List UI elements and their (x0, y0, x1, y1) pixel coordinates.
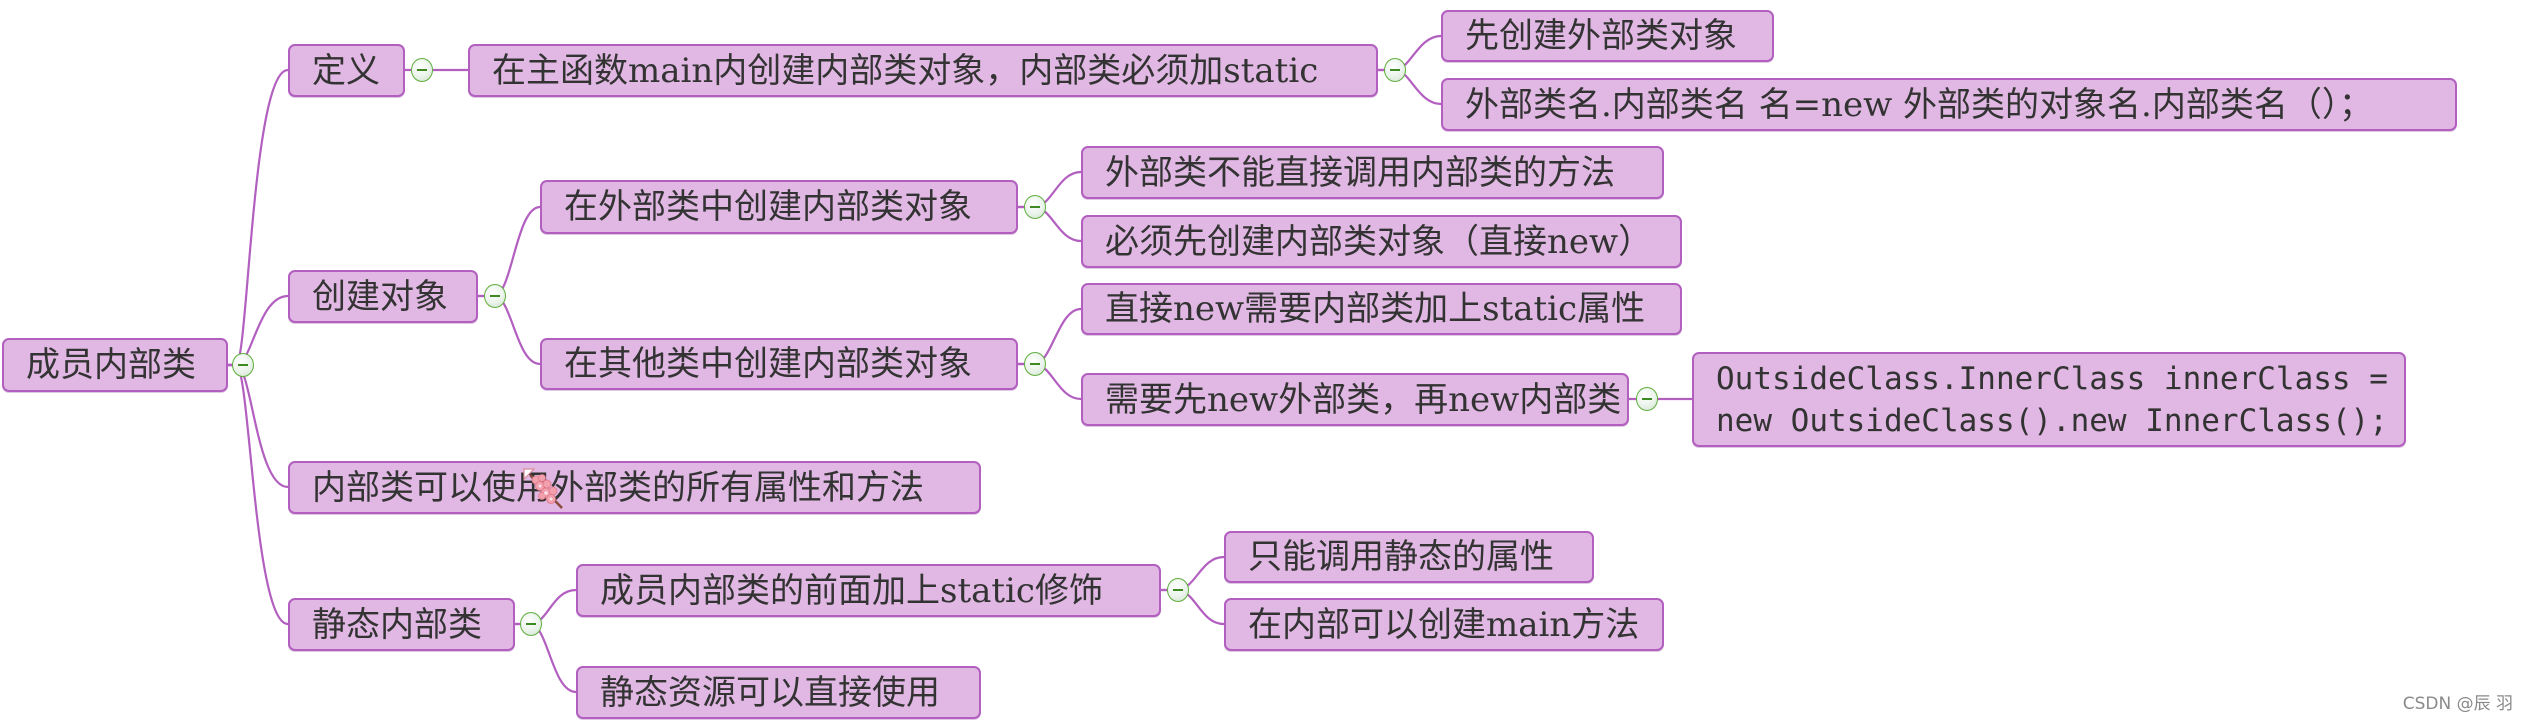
collapse-new-outer-icon[interactable] (1636, 387, 1658, 411)
node-definition[interactable]: 定义 (288, 44, 405, 97)
node-in-outer[interactable]: 在外部类中创建内部类对象 (540, 180, 1018, 234)
node-static-resources-label: 静态资源可以直接使用 (600, 672, 940, 713)
collapse-static-modifier-icon[interactable] (1167, 578, 1189, 602)
node-in-other[interactable]: 在其他类中创建内部类对象 (540, 338, 1018, 390)
collapse-root-icon[interactable] (232, 353, 254, 377)
root-node[interactable]: 成员内部类 (2, 338, 228, 392)
node-definition-label: 定义 (312, 50, 380, 91)
node-only-static-props[interactable]: 只能调用静态的属性 (1224, 531, 1594, 583)
link-root-static (228, 363, 289, 626)
node-outer-cannot-call[interactable]: 外部类不能直接调用内部类的方法 (1081, 146, 1664, 199)
node-code-example[interactable]: OutsideClass.InnerClass innerClass = new… (1692, 352, 2406, 447)
node-create-object[interactable]: 创建对象 (288, 270, 478, 323)
root-node-label: 成员内部类 (26, 345, 196, 385)
cherry-blossom-icon (523, 468, 563, 509)
collapse-create-object-icon[interactable] (484, 284, 506, 308)
code-line-1: OutsideClass.InnerClass innerClass = (1716, 360, 2388, 397)
node-create-object-label: 创建对象 (312, 276, 448, 317)
node-static-modifier-label: 成员内部类的前面加上static修饰 (600, 570, 1103, 611)
node-create-outer-first[interactable]: 先创建外部类对象 (1441, 10, 1774, 62)
collapse-in-outer-icon[interactable] (1024, 195, 1046, 219)
node-in-other-label: 在其他类中创建内部类对象 (564, 344, 972, 384)
node-new-outer-then-inner-label: 需要先new外部类，再new内部类 (1105, 379, 1622, 420)
node-access-all-label: 内部类可以使用外部类的所有属性和方法 (312, 467, 924, 508)
node-definition-main-label: 在主函数main内创建内部类对象，内部类必须加static (492, 50, 1319, 91)
node-syntax[interactable]: 外部类名.内部类名 名=new 外部类的对象名.内部类名（）； (1441, 78, 2457, 131)
node-syntax-label: 外部类名.内部类名 名=new 外部类的对象名.内部类名（）； (1465, 84, 2373, 125)
node-must-create-first[interactable]: 必须先创建内部类对象（直接new） (1081, 215, 1682, 268)
node-definition-main[interactable]: 在主函数main内创建内部类对象，内部类必须加static (468, 44, 1378, 97)
node-outer-cannot-call-label: 外部类不能直接调用内部类的方法 (1105, 152, 1615, 193)
node-can-create-main[interactable]: 在内部可以创建main方法 (1224, 598, 1664, 651)
node-static-resources[interactable]: 静态资源可以直接使用 (576, 666, 981, 719)
link-root-definition (228, 68, 289, 367)
watermark: CSDN @辰 羽 (2402, 694, 2513, 714)
collapse-definition-icon[interactable] (411, 58, 433, 82)
node-only-static-props-label: 只能调用静态的属性 (1248, 537, 1554, 577)
collapse-definition-main-icon[interactable] (1384, 58, 1406, 82)
node-can-create-main-label: 在内部可以创建main方法 (1248, 604, 1640, 645)
link-static-resources (515, 622, 577, 694)
node-create-outer-first-label: 先创建外部类对象 (1465, 16, 1737, 56)
code-line-2: new OutsideClass().new InnerClass(); (1716, 402, 2388, 439)
node-direct-new-static-label: 直接new需要内部类加上static属性 (1105, 289, 1646, 329)
node-must-create-first-label: 必须先创建内部类对象（直接new） (1105, 221, 1653, 262)
node-static-inner[interactable]: 静态内部类 (288, 598, 515, 651)
node-static-inner-label: 静态内部类 (312, 604, 482, 645)
node-access-all[interactable]: 内部类可以使用外部类的所有属性和方法 (288, 461, 981, 514)
collapse-static-inner-icon[interactable] (520, 612, 542, 636)
link-create-inother (478, 294, 541, 366)
link-root-access (228, 363, 289, 489)
node-direct-new-static[interactable]: 直接new需要内部类加上static属性 (1081, 283, 1682, 335)
node-in-outer-label: 在外部类中创建内部类对象 (564, 187, 972, 227)
link-create-inouter (478, 205, 541, 298)
node-static-modifier[interactable]: 成员内部类的前面加上static修饰 (576, 564, 1161, 617)
collapse-in-other-icon[interactable] (1024, 352, 1046, 376)
node-new-outer-then-inner[interactable]: 需要先new外部类，再new内部类 (1081, 373, 1629, 426)
